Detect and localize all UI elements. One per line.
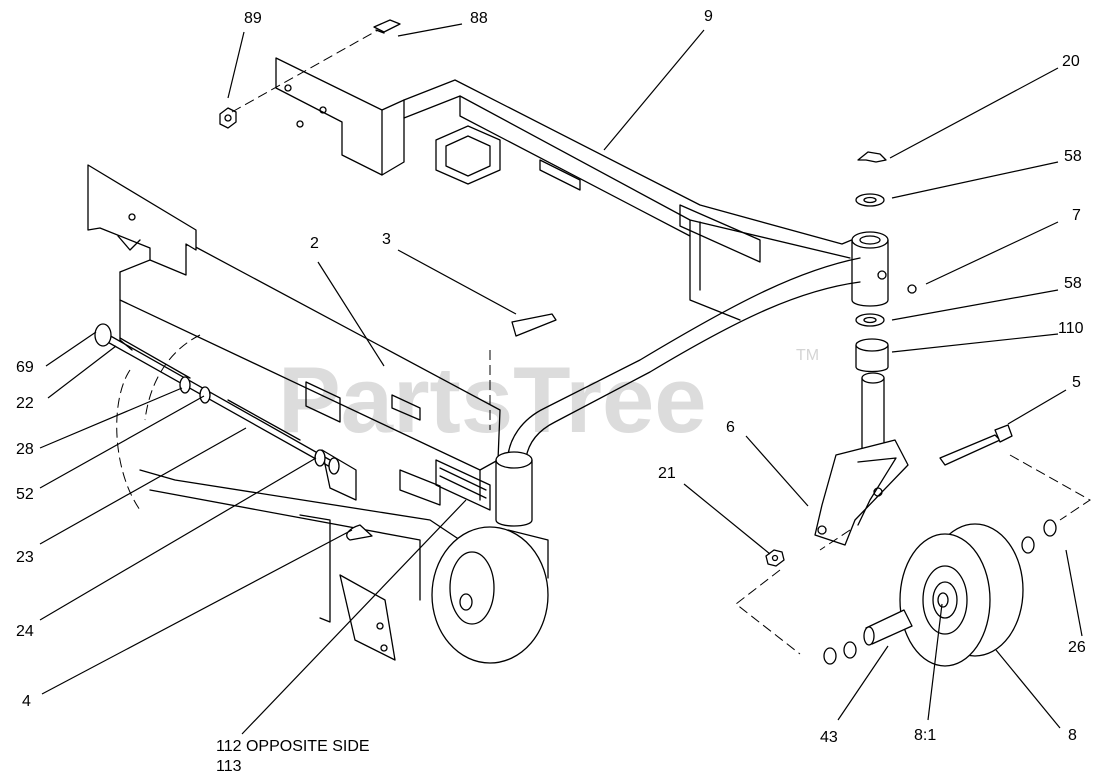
- callout-52: 52: [16, 486, 34, 503]
- callout-4: 4: [22, 693, 31, 710]
- callout-8-1: 8:1: [914, 727, 936, 744]
- callout-58-upper: 58: [1064, 148, 1082, 165]
- fasteners-upper: [219, 19, 917, 430]
- height-adjust-rod: [94, 323, 373, 541]
- callout-26: 26: [1068, 639, 1086, 656]
- callout-20: 20: [1062, 53, 1080, 70]
- rear-mount-bracket: [275, 57, 405, 176]
- watermark: PartsTree: [278, 347, 707, 452]
- left-caster-wheel: [431, 526, 549, 664]
- main-frame: [87, 79, 889, 527]
- callout-7: 7: [1072, 207, 1081, 224]
- caster-fork: [735, 372, 1091, 655]
- callout-88: 88: [470, 10, 488, 27]
- callout-22: 22: [16, 395, 34, 412]
- mower-deck: [116, 334, 461, 661]
- callout-110: 110: [1058, 320, 1084, 337]
- callout-58-lower: 58: [1064, 275, 1082, 292]
- right-wheel: [823, 519, 1057, 667]
- callout-5: 5: [1072, 374, 1081, 391]
- callout-24: 24: [16, 623, 34, 640]
- callout-labels: 89 88 9 20 58 7 58 110 5 2 3 69 22 28 52…: [16, 8, 1086, 775]
- callout-6: 6: [726, 419, 735, 436]
- leader-lines: [39, 23, 1083, 735]
- callout-21: 21: [658, 465, 676, 482]
- callout-112-opposite-side: 112 OPPOSITE SIDE: [216, 738, 370, 755]
- trademark: TM: [796, 347, 819, 364]
- callout-2: 2: [310, 235, 319, 252]
- callout-3: 3: [382, 231, 391, 248]
- callout-89: 89: [244, 10, 262, 27]
- callout-8: 8: [1068, 727, 1077, 744]
- callout-28: 28: [16, 441, 34, 458]
- callout-23: 23: [16, 549, 34, 566]
- callout-113: 113: [216, 758, 242, 775]
- callout-43: 43: [820, 729, 838, 746]
- callout-9: 9: [704, 8, 713, 25]
- callout-69: 69: [16, 359, 34, 376]
